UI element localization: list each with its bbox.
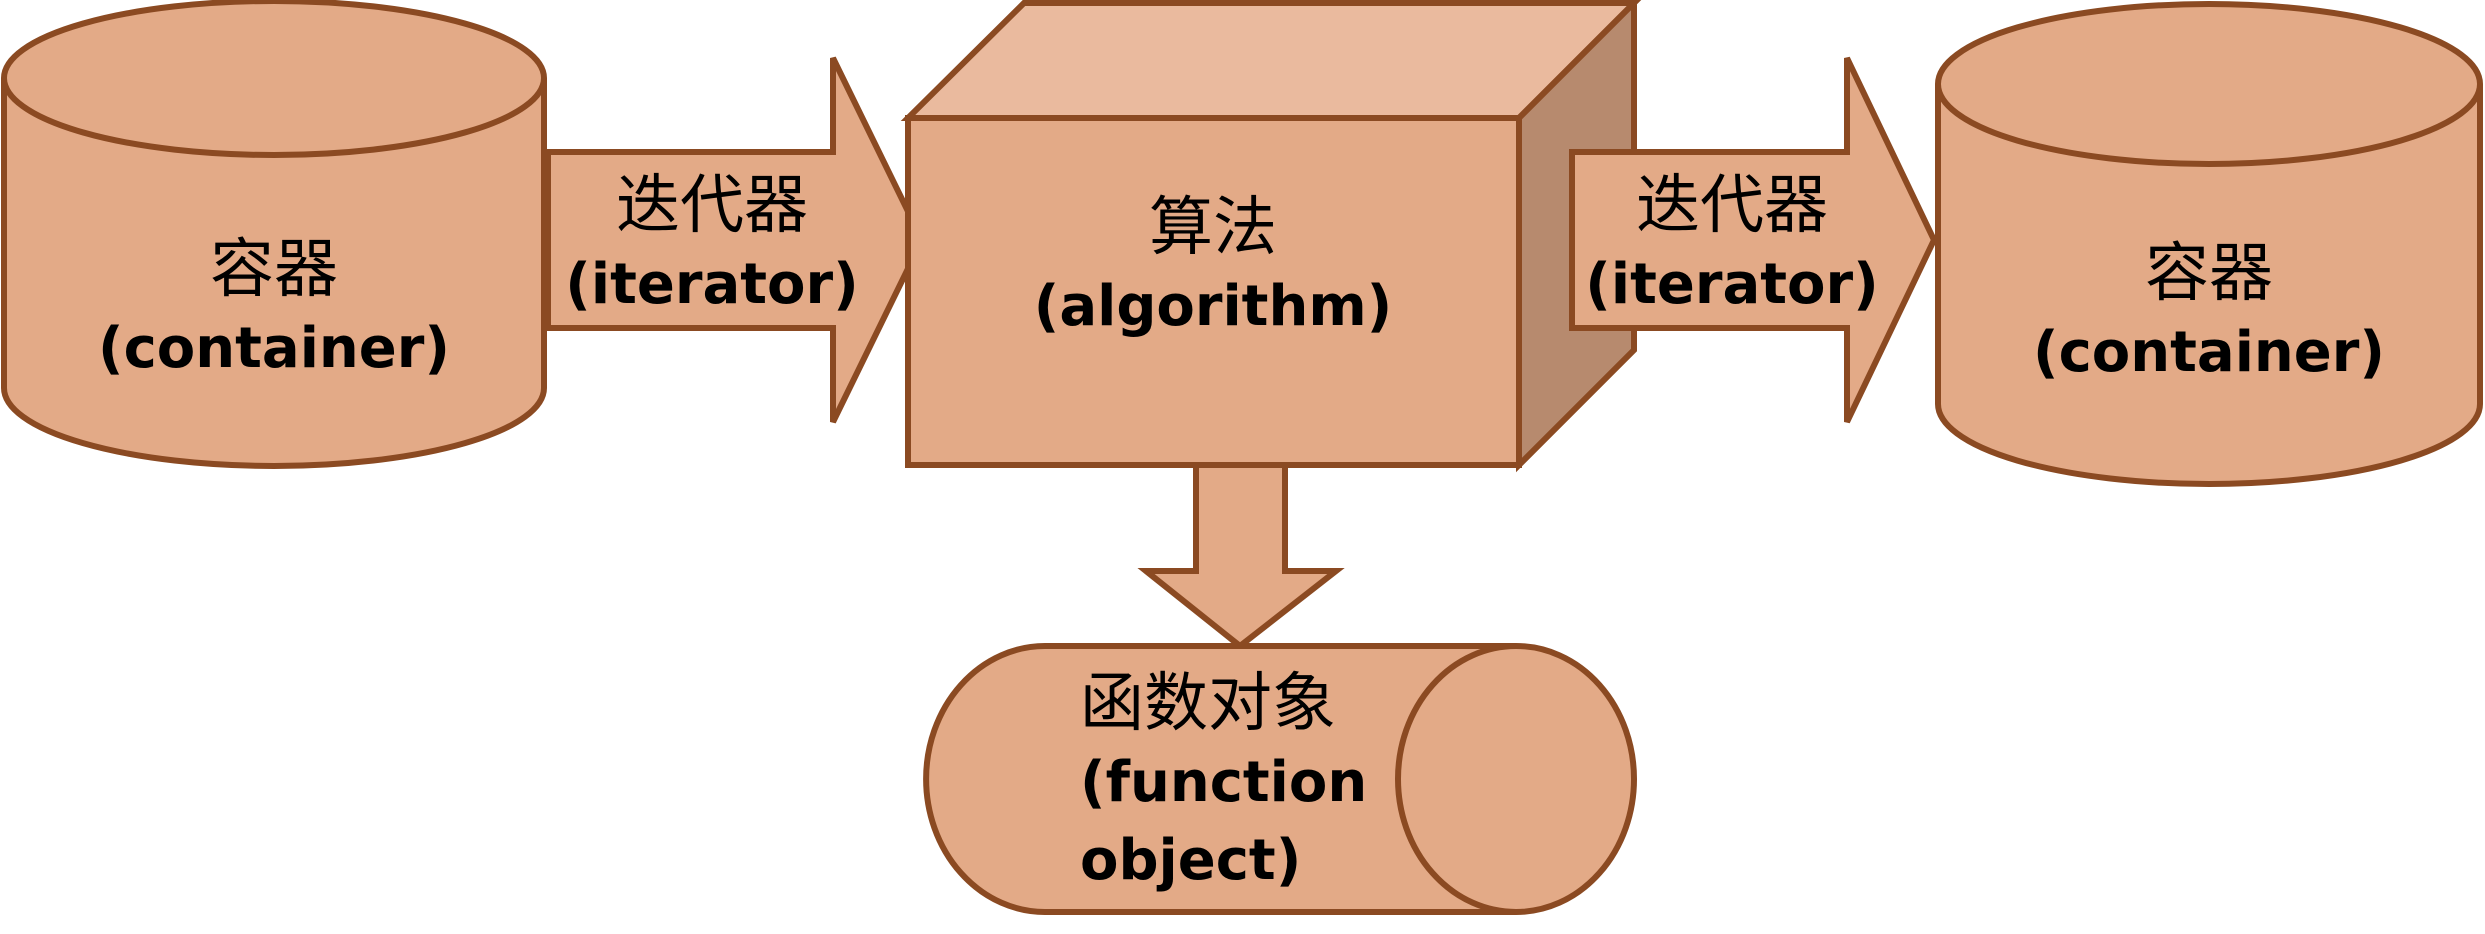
iterator-left-zh: 迭代器 <box>616 169 808 243</box>
container-right-cylinder <box>1935 1 2483 487</box>
iterator-left-arrow <box>545 56 926 424</box>
container-right-label: 容器 (container) <box>2009 234 2409 392</box>
function-object-en-line2: object) <box>1080 828 1302 893</box>
container-left-zh: 容器 <box>210 233 338 307</box>
algorithm-label: 算法 (algorithm) <box>1013 188 1413 346</box>
iterator-right-label: 迭代器 (iterator) <box>1582 166 1882 324</box>
iterator-right-en: (iterator) <box>1585 252 1879 317</box>
algorithm-zh: 算法 <box>1149 191 1277 265</box>
iterator-left-label: 迭代器 (iterator) <box>562 166 862 324</box>
container-left-label: 容器 (container) <box>74 230 474 388</box>
algorithm-en: (algorithm) <box>1033 274 1393 339</box>
function-object-en-line1: (function <box>1080 750 1368 815</box>
container-right-zh: 容器 <box>2145 237 2273 311</box>
function-object-cylinder <box>923 643 1637 915</box>
function-object-label: 函数对象 (function object) <box>1080 664 1400 900</box>
function-object-zh: 函数对象 <box>1080 667 1336 741</box>
iterator-left-en: (iterator) <box>565 252 859 317</box>
down-arrow <box>1137 462 1345 650</box>
iterator-right-zh: 迭代器 <box>1636 169 1828 243</box>
container-left-en: (container) <box>98 316 450 381</box>
container-right-en: (container) <box>2033 320 2385 385</box>
algorithm-box <box>900 0 1642 473</box>
iterator-right-arrow <box>1569 56 1938 424</box>
container-left-cylinder <box>1 0 547 469</box>
